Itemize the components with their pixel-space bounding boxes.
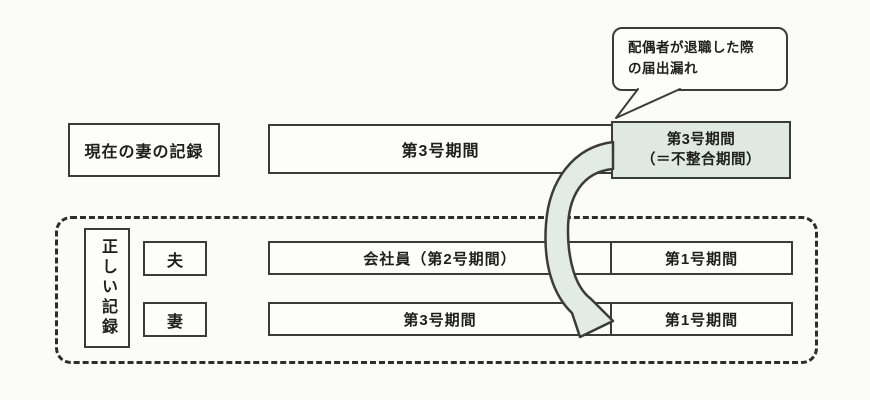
current-record-segment-mismatch: 第3号期間 （＝不整合期間） xyxy=(611,121,791,179)
person-label-husband: 夫 xyxy=(143,241,207,276)
current-record-label: 現在の妻の記録 xyxy=(68,123,220,177)
husband-segment-company-text: 会社員（第2号期間） xyxy=(363,250,517,268)
husband-label-text: 夫 xyxy=(166,252,183,270)
mismatch-segment-line2: （＝不整合期間） xyxy=(641,152,761,168)
wife-segment-category3: 第3号期間 xyxy=(270,304,610,334)
husband-segment-category1: 第1号期間 xyxy=(610,243,791,273)
callout-bubble: 配偶者が退職した際 の届出漏れ xyxy=(612,27,788,91)
callout-tail xyxy=(615,88,681,119)
wife-segment-category1-text: 第1号期間 xyxy=(664,311,739,329)
person-label-wife: 妻 xyxy=(143,302,207,337)
correct-record-group-label: 正しい記録 xyxy=(84,228,130,348)
husband-segment-company: 会社員（第2号期間） xyxy=(270,243,610,273)
current-record-segment-text: 第3号期間 xyxy=(401,143,480,160)
wife-period-bar: 第3号期間 第1号期間 xyxy=(268,302,793,336)
correct-record-group-border xyxy=(55,216,818,364)
current-record-segment-category3: 第3号期間 xyxy=(268,124,613,174)
wife-segment-category3-text: 第3号期間 xyxy=(403,311,477,329)
callout-text-line1: 配偶者が退職した際 xyxy=(628,40,754,56)
wife-segment-category1: 第1号期間 xyxy=(610,304,791,334)
husband-segment-category1-text: 第1号期間 xyxy=(664,250,739,268)
callout-text-line2: の届出漏れ xyxy=(628,61,698,76)
correct-record-group-label-text: 正しい記録 xyxy=(99,238,116,338)
wife-label-text: 妻 xyxy=(166,313,183,331)
current-record-label-text: 現在の妻の記録 xyxy=(84,144,204,161)
husband-period-bar: 会社員（第2号期間） 第1号期間 xyxy=(268,241,793,275)
mismatch-segment-line1: 第3号期間 xyxy=(666,131,736,148)
